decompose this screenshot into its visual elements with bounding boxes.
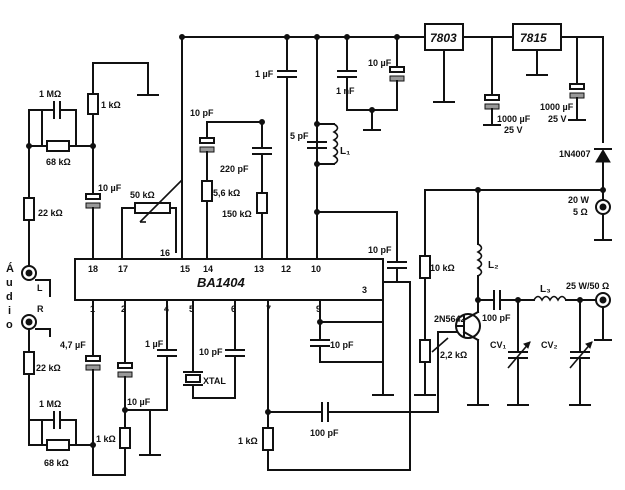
c-10uf-p2-value: 10 µF: [127, 397, 151, 407]
c-100pf-bot-value: 100 pF: [310, 428, 339, 438]
audio-input: L R Á u d i o: [6, 262, 51, 337]
pin7-network: 1 kΩ 100 pF: [238, 299, 439, 471]
pin-6-label: 6: [231, 304, 236, 314]
c-10pf-p9-value: 10 pF: [330, 340, 354, 350]
ic-name: BA1404: [197, 275, 245, 290]
pin2-network: 10 µF 1 kΩ: [96, 299, 161, 476]
c-1000uf-b-voltage: 25 V: [548, 114, 567, 124]
r-10k-value: 10 kΩ: [430, 263, 455, 273]
r-22k-bot-value: 22 kΩ: [36, 363, 61, 373]
speaker-connector: 20 W 5 Ω: [424, 187, 612, 241]
xtal-label: XTAL: [203, 376, 226, 386]
r-1k-top-value: 1 kΩ: [101, 100, 121, 110]
r-50k-value: 50 kΩ: [130, 190, 155, 200]
ic-ba1404: BA1404 18 17 15 14 13 12 10 3 1 2 4 5 6 …: [74, 248, 384, 314]
regulator-7803: 7803: [424, 23, 514, 103]
c-4-7uf-value: 4,7 µF: [60, 340, 86, 350]
c-1000uf-a-voltage: 25 V: [504, 125, 523, 135]
c-10pf-p14-value: 10 pF: [190, 108, 214, 118]
tank-l1: 5 pF L₁: [290, 36, 398, 260]
regulator-7815-label: 7815: [520, 31, 547, 45]
r-1k-p7-value: 1 kΩ: [238, 436, 258, 446]
c-220pf-value: 220 pF: [220, 164, 249, 174]
r-22k-top-value: 22 kΩ: [38, 208, 63, 218]
pin-9-label: 9: [316, 304, 321, 314]
capacitor-1000uf-b: 1000 µF 25 V: [540, 36, 586, 124]
c-1uf-p4-value: 1 µF: [145, 339, 164, 349]
diode-1n4007: 1N4007: [559, 148, 612, 201]
pin-18-label: 18: [88, 264, 98, 274]
audio-letter-4: i: [8, 305, 11, 317]
c-1nf-value: 1 nF: [336, 86, 355, 96]
c-10pf-p6-value: 10 pF: [199, 347, 223, 357]
pin-13-label: 13: [254, 264, 264, 274]
c-1000uf-a-value: 1000 µF: [497, 114, 531, 124]
ic-body: [74, 258, 384, 301]
pin-15-label: 15: [180, 264, 190, 274]
audio-letter-1: Á: [6, 262, 14, 275]
regulator-7815: 7815: [512, 23, 604, 143]
capacitor-4-7uf: 4,7 µF: [60, 299, 126, 476]
r-150k-value: 150 kΩ: [222, 209, 252, 219]
l1-label: L₁: [340, 146, 350, 157]
transistor-label: 2N5642: [434, 314, 466, 324]
pin-5-label: 5: [189, 304, 194, 314]
c-10uf-top-value: 10 µF: [368, 58, 392, 68]
c-10uf-p18-value: 10 µF: [98, 183, 122, 193]
speaker-power: 20 W: [568, 195, 590, 205]
capacitor-10uf-top: 10 µF: [368, 36, 405, 111]
l3-label: L₃: [540, 284, 551, 295]
r-1m-top-value: 1 MΩ: [39, 89, 61, 99]
cv1-label: CV₁: [490, 340, 507, 350]
regulator-7803-label: 7803: [430, 31, 457, 45]
l2-label: L₂: [488, 260, 499, 271]
potentiometer-50k: 50 kΩ: [121, 179, 183, 260]
crystal-network: XTAL 10 pF: [183, 299, 245, 399]
capacitor-1uf-pin4: 1 µF: [145, 299, 177, 411]
audio-letter-5: o: [6, 319, 13, 331]
r-5-6k-value: 5,6 kΩ: [213, 188, 240, 198]
c-10pf-p3-value: 10 pF: [368, 245, 392, 255]
input-network-r: 22 kΩ 1 MΩ 68 kΩ: [23, 328, 94, 468]
audio-letter-3: d: [6, 291, 13, 303]
pin-10-label: 10: [311, 264, 321, 274]
c-1uf-top-value: 1 µF: [255, 69, 274, 79]
audio-letter-2: u: [6, 277, 13, 289]
rf-stage: 10 kΩ 2,2 kΩ 2N5642 L₂ 100 pF: [414, 189, 612, 413]
c-1000uf-b-value: 1000 µF: [540, 102, 574, 112]
bias-pin18: 1 kΩ 10 µF: [85, 62, 159, 260]
antenna-label: 25 W/50 Ω: [566, 281, 609, 291]
pin-17-label: 17: [118, 264, 128, 274]
r-68k-top-value: 68 kΩ: [46, 157, 71, 167]
network-pin14: 10 pF 5,6 kΩ 220 pF 150 kΩ: [190, 108, 272, 260]
r-1m-bot-value: 1 MΩ: [39, 399, 61, 409]
capacitor-10pf-pin3: 10 pF: [368, 211, 407, 283]
cv2-label: CV₂: [541, 340, 558, 350]
c-5pf-value: 5 pF: [290, 131, 309, 141]
capacitor-1uf-pin12: 1 µF: [255, 36, 297, 260]
pin-2-label: 2: [121, 304, 126, 314]
jack-l-label: L: [37, 283, 43, 293]
pin-16-label: 16: [160, 248, 170, 258]
supply-rail: [179, 34, 426, 260]
speaker-impedance: 5 Ω: [573, 207, 588, 217]
r-2-2k-value: 2,2 kΩ: [440, 350, 467, 360]
transistor-2n5642: [455, 313, 481, 339]
c-100pf-out-value: 100 pF: [482, 313, 511, 323]
r-68k-bot-value: 68 kΩ: [44, 458, 69, 468]
pin-3-label: 3: [362, 285, 367, 295]
diode-label: 1N4007: [559, 149, 591, 159]
capacitor-10pf-pin9: 10 pF: [310, 299, 394, 396]
pin-12-label: 12: [281, 264, 291, 274]
input-network-l: 1 MΩ 68 kΩ 22 kΩ: [23, 89, 94, 267]
pin-14-label: 14: [203, 264, 213, 274]
capacitor-1000uf-a: 1000 µF 25 V: [483, 36, 531, 135]
jack-r-label: R: [37, 304, 44, 314]
r-1k-bot-value: 1 kΩ: [96, 434, 116, 444]
capacitor-1nf: 1 nF: [336, 36, 398, 131]
